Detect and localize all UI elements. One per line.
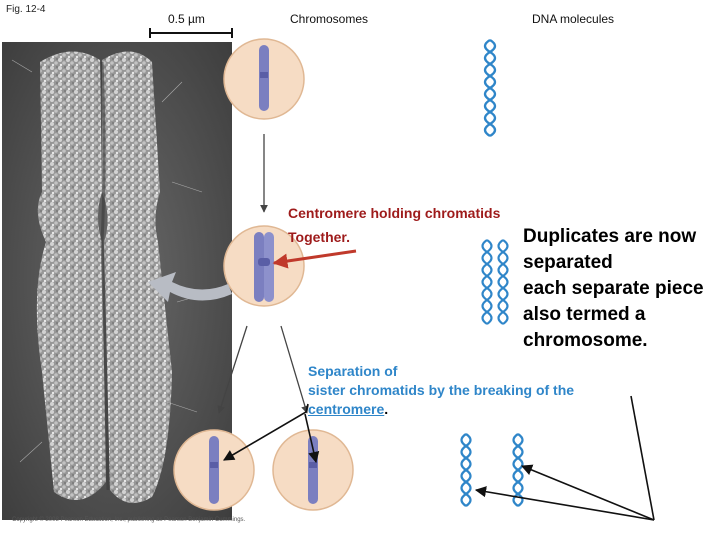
annotation-line-right xyxy=(304,413,320,464)
centromere-link[interactable]: centromere xyxy=(308,401,385,417)
annotation-line-left xyxy=(223,403,309,461)
separation-line1: Separation of xyxy=(308,363,398,379)
centromere-label-line2: Together. xyxy=(288,229,350,245)
scale-bar-label: 0.5 µm xyxy=(168,12,205,26)
arrow-middle-to-left xyxy=(217,325,248,414)
duplicates-text: Duplicates are now separated each separa… xyxy=(523,224,704,354)
annotation-arrow-dna-right xyxy=(520,464,655,521)
dna-molecule-top xyxy=(483,38,497,138)
chromosomes-header: Chromosomes xyxy=(290,12,369,26)
separation-text: Separation of sister chromatids by the b… xyxy=(308,362,574,419)
duplicates-line5: chromosome. xyxy=(523,330,648,351)
single-chromosome-top xyxy=(259,45,269,111)
separation-period: . xyxy=(384,401,389,417)
duplicates-line4: also termed a xyxy=(523,304,646,325)
copyright-note: Copyright © 2008 Pearson Education, Inc.… xyxy=(12,517,246,523)
duplicates-line2: separated xyxy=(523,252,613,273)
grey-arrow-to-micrograph xyxy=(148,272,232,302)
dna-duplicated-right xyxy=(497,239,509,325)
dna-separated-left xyxy=(460,433,472,507)
separated-chromosome-left xyxy=(209,436,219,504)
dna-separated-right xyxy=(512,433,524,507)
duplicates-line3: each separate piece xyxy=(523,278,704,299)
dna-duplicated-left xyxy=(481,239,493,325)
replicated-chromosome xyxy=(254,232,274,302)
scale-bar xyxy=(149,28,233,38)
red-centromere-arrow xyxy=(272,249,357,269)
dna-molecules-header: DNA molecules xyxy=(532,12,615,26)
figure-label: Fig. 12-4 xyxy=(6,4,46,15)
annotation-arrow-dna-left xyxy=(474,486,655,521)
separation-line2: sister chromatids by the breaking of the xyxy=(308,382,575,398)
centromere-label-line1: Centromere holding chromatids xyxy=(288,205,501,221)
arrow-middle-to-right xyxy=(280,325,309,414)
separation-line3: centromere. xyxy=(308,400,574,419)
duplicates-line1: Duplicates are now xyxy=(523,226,697,247)
annotation-line-long xyxy=(630,395,655,521)
